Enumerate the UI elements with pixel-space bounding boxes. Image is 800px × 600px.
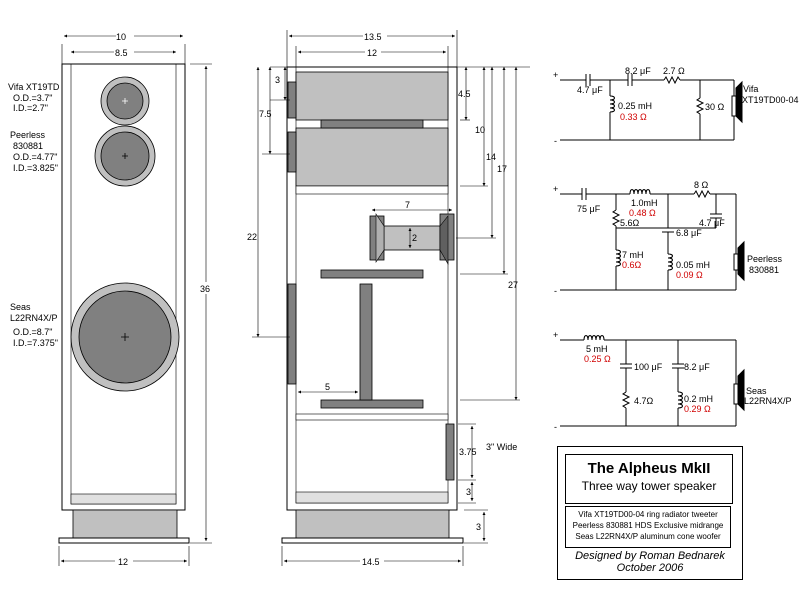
tw-minus: -: [554, 136, 557, 146]
desc-line-1: Vifa XT19TD00-04 ring radiator tweeter: [578, 510, 718, 519]
mid-c3: 6.8 μF: [676, 228, 702, 238]
side-dim-22: 22: [247, 232, 257, 242]
title-panel: The Alpheus MkII Three way tower speaker: [565, 454, 733, 504]
wf-driver: Seas: [746, 386, 767, 396]
tw-c1: 4.7 μF: [577, 85, 603, 95]
front-height-dim: 36: [200, 284, 210, 294]
tweeter-crossover: [560, 74, 743, 141]
wf-c1: 100 μF: [634, 362, 663, 372]
side-dim-3b: 3: [466, 487, 471, 497]
tw-driver-model: XT19TD00-04: [742, 95, 799, 105]
plinth-height-dim: 3: [476, 522, 481, 532]
desc-line-2: Peerless 830881 HDS Exclusive midrange: [572, 521, 724, 530]
side-base-dim: 14.5: [362, 557, 380, 567]
credit: Designed by Roman Bednarek October 2006: [557, 550, 743, 574]
desc-line-3: Seas L22RN4X/P aluminum cone woofer: [575, 532, 721, 541]
mid-c2: 4.7 μF: [699, 218, 725, 228]
front-base-plate: [58, 537, 190, 544]
mid-l1-dcr: 0.48 Ω: [629, 208, 656, 218]
wf-l2: 0.2 mH: [684, 394, 713, 404]
side-plinth: [295, 509, 450, 539]
title-main: The Alpheus MkII: [587, 460, 711, 477]
mid-minus: -: [554, 286, 557, 296]
brace: [359, 283, 373, 401]
tw-r1: 2.7 Ω: [663, 66, 685, 76]
brace-dim: 5: [325, 382, 330, 392]
woofer-od-label: O.D.=8.7": [13, 327, 52, 337]
mid-crossover: [560, 188, 745, 291]
tw-c2: 8.2 μF: [625, 66, 651, 76]
wf-l1: 5 mH: [586, 344, 608, 354]
mid-driver: Peerless: [747, 254, 783, 264]
mid-id-label: I.D.=3.825": [13, 163, 58, 173]
side-view: [252, 30, 530, 566]
wf-plus: +: [553, 330, 558, 340]
driver-description: Vifa XT19TD00-04 ring radiator tweeter P…: [565, 506, 731, 548]
woofer-port-height-dim: 3.75: [459, 447, 477, 457]
tweeter-model-label: Vifa XT19TD: [8, 82, 60, 92]
mid-model-label: Peerless: [10, 130, 46, 140]
mid-c1: 75 μF: [577, 204, 601, 214]
title-sub: Three way tower speaker: [581, 479, 717, 493]
front-base-dim: 12: [118, 557, 128, 567]
mid-chamber: [295, 127, 449, 187]
side-top-inner-dim: 12: [367, 48, 377, 58]
tw-r2: 30 Ω: [705, 102, 725, 112]
side-dim-27: 27: [508, 280, 518, 290]
mid-r2: 5.6Ω: [620, 218, 640, 228]
wf-r1: 4.7Ω: [634, 396, 654, 406]
mid-l3: 0.05 mH: [676, 260, 710, 270]
tw-plus: +: [553, 70, 558, 80]
side-dim-3: 3: [275, 75, 280, 85]
side-base-plate: [281, 537, 464, 544]
woofer-code-label: L22RN4X/P: [10, 313, 58, 323]
mid-l3-dcr: 0.09 Ω: [676, 270, 703, 280]
front-top-inner-dim: 8.5: [115, 48, 128, 58]
mid-r1: 8 Ω: [694, 180, 709, 190]
wf-minus: -: [554, 422, 557, 432]
tweeter-chamber: [295, 71, 449, 121]
mid-code-label: 830881: [13, 141, 43, 151]
side-dim-10: 10: [475, 125, 485, 135]
side-dim-14: 14: [486, 152, 496, 162]
woofer-crossover: [560, 335, 745, 427]
side-dim-7-5: 7.5: [259, 109, 272, 119]
port-length-dim: 7: [405, 200, 410, 210]
wf-c2: 8.2 μF: [684, 362, 710, 372]
mid-driver-model: 830881: [749, 265, 779, 275]
tw-l1-dcr: 0.33 Ω: [620, 112, 647, 122]
tweeter-id-label: I.D.=2.7": [13, 103, 48, 113]
mid-l2: 7 mH: [622, 250, 644, 260]
side-dim-17: 17: [497, 164, 507, 174]
credit-author: Designed by Roman Bednarek: [575, 550, 725, 562]
tweeter-od-label: O.D.=3.7": [13, 93, 52, 103]
wf-driver-model: L22RN4X/P: [744, 396, 792, 406]
woofer-id-label: I.D.=7.375": [13, 338, 58, 348]
credit-date: October 2006: [616, 562, 684, 574]
mid-plus: +: [553, 184, 558, 194]
port-diameter-dim: 2: [412, 233, 417, 243]
wf-l2-dcr: 0.29 Ω: [684, 404, 711, 414]
woofer-port-width-label: 3" Wide: [486, 442, 517, 452]
woofer-model-label: Seas: [10, 302, 31, 312]
mid-od-label: O.D.=4.77": [13, 152, 57, 162]
side-dim-4-5: 4.5: [458, 89, 471, 99]
wf-l1-dcr: 0.25 Ω: [584, 354, 611, 364]
side-top-outer-dim: 13.5: [364, 32, 382, 42]
mid-l1: 1.0mH: [631, 198, 658, 208]
front-view: [58, 31, 213, 566]
front-top-outer-dim: 10: [116, 32, 126, 42]
front-plinth: [72, 509, 178, 539]
mid-l2-dcr: 0.6Ω: [622, 260, 642, 270]
tw-l1: 0.25 mH: [618, 101, 652, 111]
tw-driver: Vifa: [743, 84, 758, 94]
